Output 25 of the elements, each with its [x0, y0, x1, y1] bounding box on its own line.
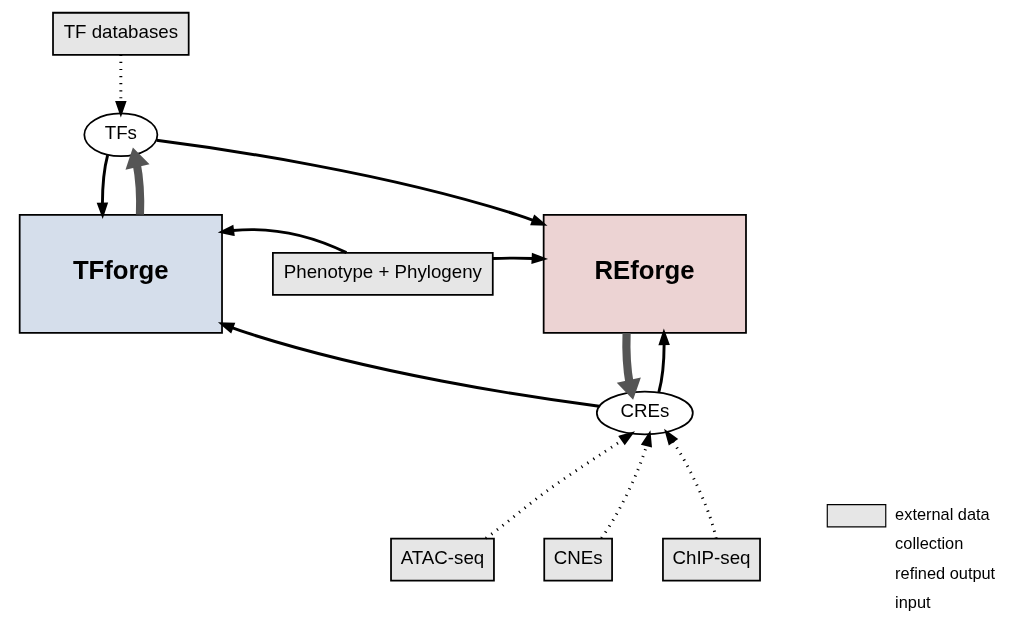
arrow	[155, 138, 547, 226]
legend-label: input	[894, 592, 931, 611]
node-box: REforge	[542, 213, 747, 334]
legend-label: external data	[894, 505, 990, 524]
node-box: TFforge	[18, 213, 223, 334]
node-box: CNEs	[542, 537, 613, 582]
node-box: TF databases	[51, 11, 190, 56]
arrow	[599, 430, 652, 539]
arrow	[96, 154, 109, 219]
node-ellipse: CREs	[595, 390, 694, 436]
arrow	[125, 147, 150, 215]
node-box: Phenotype + Phylogeny	[271, 251, 494, 296]
arrow	[616, 332, 641, 400]
arrow	[484, 431, 635, 540]
arrow	[217, 322, 599, 408]
node-ellipse: TFs	[82, 112, 158, 158]
arrow	[217, 224, 347, 254]
arrow	[114, 54, 127, 118]
node-box: ATAC-seq	[389, 537, 495, 582]
legend-label: refined output	[894, 563, 995, 582]
arrow	[492, 252, 548, 265]
arrow	[656, 328, 670, 393]
legend-label: collection	[894, 534, 963, 553]
node-box: ChIP-seq	[661, 537, 761, 582]
arrow	[663, 428, 717, 539]
